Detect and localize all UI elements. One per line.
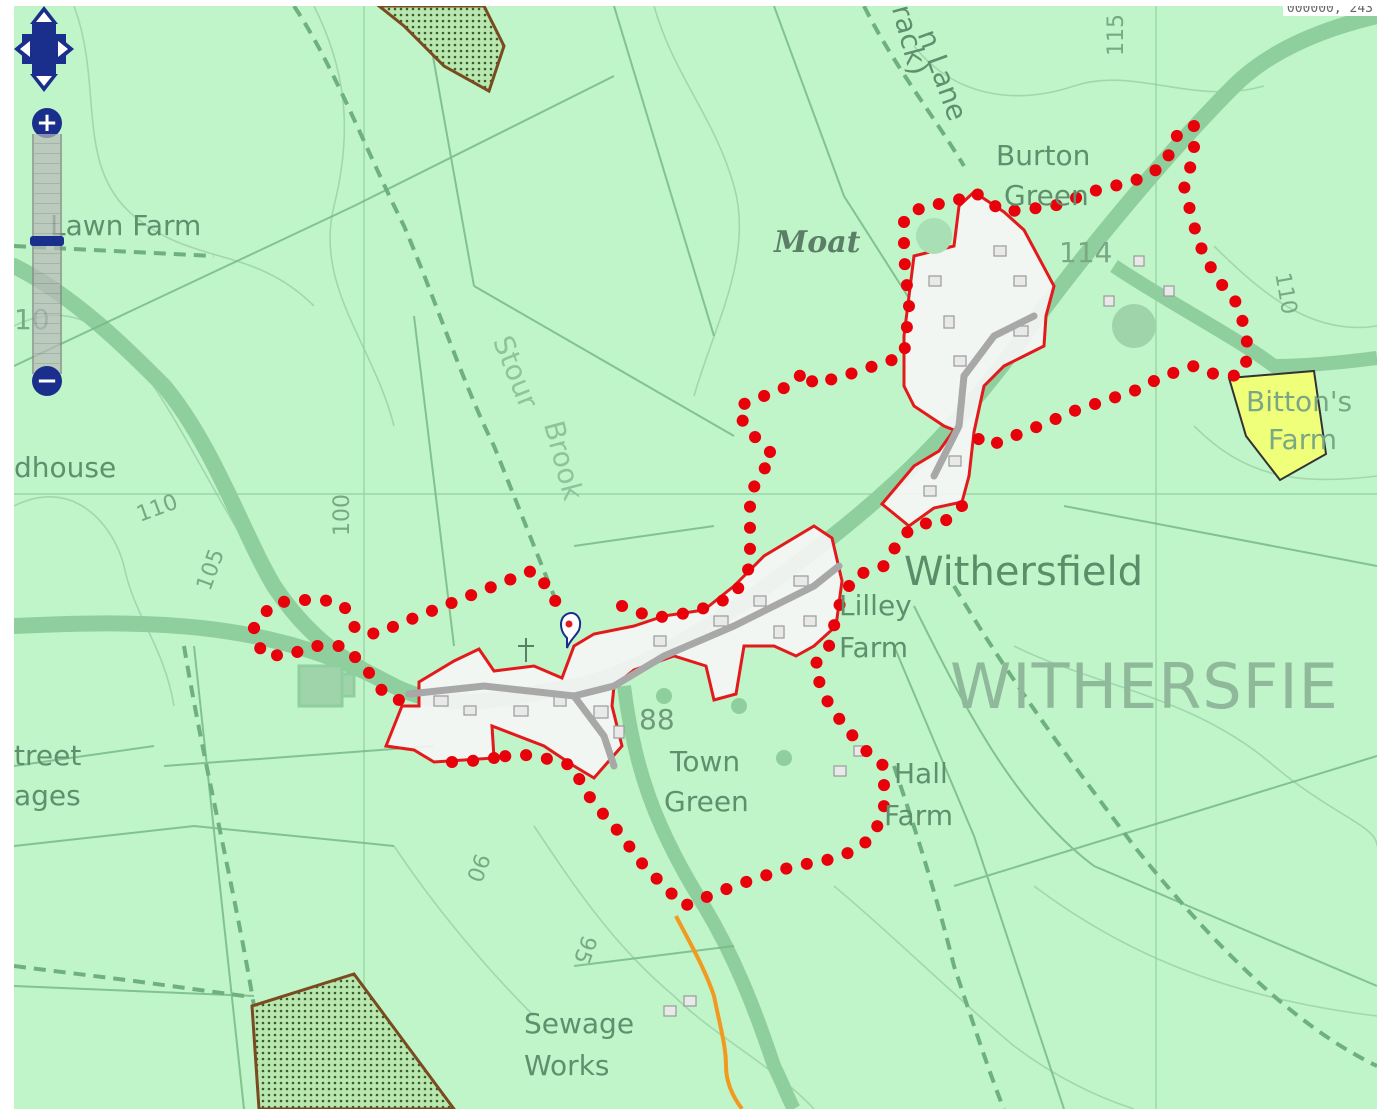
pub-mug-icon [297,664,356,708]
label-contour-100: 100 [330,494,355,536]
location-pin-icon [560,612,581,649]
label-town-green-line2: Green [664,785,749,818]
zoom-slider-handle[interactable] [30,236,64,246]
label-bittons-farm-line2: Farm [1268,423,1337,456]
settlement-east [879,190,1056,528]
label-moat: Moat [774,225,861,260]
map-canvas [14,6,1377,1109]
footpaths [14,6,1377,1109]
map-viewport[interactable]: Lawn Farm Burton Green Moat 114 n Lane r… [14,6,1377,1109]
label-bittons-farm-line1: Bitton's [1246,385,1353,418]
settlement-west [383,524,844,780]
label-burton-green-line2: Green [1004,179,1089,212]
ponds [656,218,1156,766]
grid-lines [14,6,1377,1109]
label-sewage-works-line2: Works [524,1049,610,1082]
label-town-green-line1: Town [670,745,741,778]
village-roads [405,312,1038,770]
label-hall-farm-line2: Farm [884,799,953,832]
label-contour-110-right: 110 [1269,270,1302,317]
woodland-bottom [250,972,456,1109]
settlement-boundaries [383,190,1056,780]
contour-lines [14,6,1377,1109]
label-withersfield: Withersfield [904,549,1144,595]
pan-arrows-icon[interactable] [12,4,82,104]
label-sewage-works-line1: Sewage [524,1007,635,1040]
label-lilley-farm-line2: Farm [839,631,908,664]
label-street-line2: ages [14,779,81,812]
stream [674,915,744,1109]
coordinate-readout: 000000, 243 [1282,6,1377,16]
woodland-top [376,6,506,94]
dotted-boundary [248,117,1256,914]
label-spot-height-114: 114 [1059,236,1113,269]
label-withersfield-parish: WITHERSFIE [950,650,1339,723]
label-dhouse: dhouse [14,451,117,484]
label-lilley-farm-line1: Lilley [839,589,912,622]
zoom-out-button[interactable]: − [32,366,62,396]
church-cross-icon [518,638,534,662]
label-hall-farm-line1: Hall [894,757,948,790]
label-street-line1: treet [14,739,82,772]
label-lawn-farm: Lawn Farm [50,209,202,242]
buildings [433,245,1175,1017]
label-spot-height-88: 88 [639,703,675,736]
zoom-slider-track[interactable] [32,134,62,374]
bittons-farm-parcel [1227,369,1328,482]
label-contour-115: 115 [1104,14,1129,56]
field-boundaries [14,6,1377,1109]
label-burton-green-line1: Burton [996,139,1091,172]
zoom-in-button[interactable]: + [32,108,62,138]
